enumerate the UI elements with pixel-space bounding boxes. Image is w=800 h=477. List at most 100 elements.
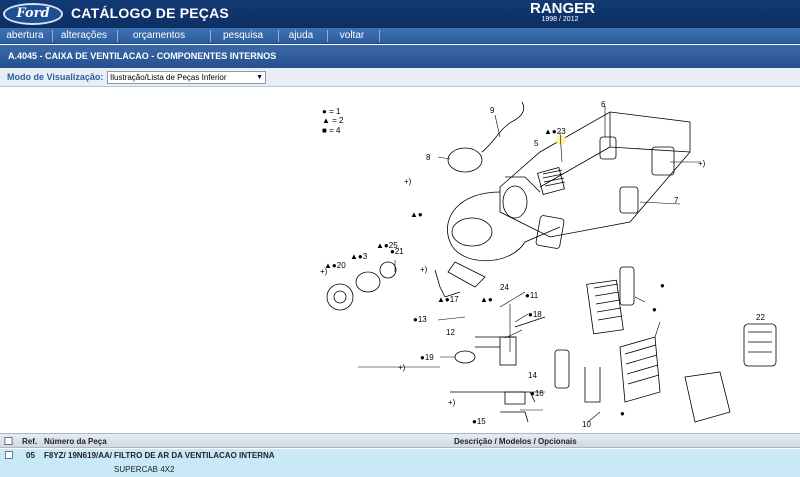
callout-plus-5: +) xyxy=(398,363,406,372)
callout-tri-dot-2: ▲● xyxy=(480,295,493,304)
callout-7: 7 xyxy=(674,196,679,205)
callout-6: 6 xyxy=(601,100,606,109)
seal-14 xyxy=(554,349,570,389)
highlight-marker xyxy=(556,135,566,145)
menu-alteracoes[interactable]: alterações xyxy=(60,30,108,41)
parts-table-header: Ref. Número da Peça Descrição / Modelos … xyxy=(0,433,800,448)
air-filter-pleats xyxy=(542,169,566,187)
column-description: Descrição / Modelos / Opcionais xyxy=(454,437,577,446)
chevron-down-icon: ▼ xyxy=(256,74,263,81)
vehicle-years: 1998 / 2012 xyxy=(541,16,579,23)
callout-8: 8 xyxy=(426,153,431,162)
legend-entry-2: ▲ = 2 xyxy=(322,116,344,125)
callout-16: ●16 xyxy=(530,389,544,398)
blower-wheel xyxy=(451,217,493,247)
table-row-note: SUPERCAB 4X2 xyxy=(0,462,800,477)
app-title: CATÁLOGO DE PEÇAS xyxy=(71,5,229,21)
seal-right xyxy=(619,266,635,306)
housing-inner-edge xyxy=(539,112,691,188)
seal-7 xyxy=(619,186,639,214)
callout-11: ●11 xyxy=(525,291,539,300)
callout-13: ●13 xyxy=(413,315,427,324)
view-mode-select[interactable]: Ilustração/Lista de Peças Inferior ▼ xyxy=(107,71,266,84)
part-20 xyxy=(326,283,354,311)
row-note: SUPERCAB 4X2 xyxy=(114,465,175,474)
callout-12: 12 xyxy=(446,328,455,337)
bracket-15 xyxy=(500,411,529,423)
menu-voltar[interactable]: voltar xyxy=(339,30,365,41)
legend: ● = 1 ▲ = 2 ■ = 4 xyxy=(322,107,344,135)
heater-core xyxy=(586,279,624,335)
column-part-number: Número da Peça xyxy=(44,437,107,446)
callout-3: ▲●3 xyxy=(350,252,368,261)
row-ref: 05 xyxy=(26,451,35,460)
callout-18: ●18 xyxy=(528,310,542,319)
part-22 xyxy=(743,323,777,367)
heater-core-fins xyxy=(593,283,623,321)
callout-24: 24 xyxy=(500,283,509,292)
part-20-inner xyxy=(333,290,347,304)
select-all-checkbox-icon[interactable] xyxy=(4,437,13,445)
menu-separator xyxy=(117,30,118,42)
callout-15: ●15 xyxy=(472,417,486,426)
receiver-drier xyxy=(454,350,476,364)
callout-20: ▲●20 xyxy=(324,261,346,270)
ac-tube-lines xyxy=(450,316,546,403)
menu-separator xyxy=(327,30,328,42)
evaporator-grid xyxy=(624,344,660,385)
callout-23: ▲●23 xyxy=(544,127,566,136)
housing-duct xyxy=(505,176,541,193)
bracket-24 xyxy=(447,261,486,288)
callout-labels: 9 6 ▲●23 5 8 +) +) 7 ▲● ▲●25 ▲●3 ▲●20 ●2… xyxy=(320,100,765,429)
vehicle-model: RANGER xyxy=(530,0,596,17)
menu-separator xyxy=(278,30,279,42)
menu-pesquisa[interactable]: pesquisa xyxy=(222,30,264,41)
seal-upper-right xyxy=(651,146,675,176)
menu-ajuda[interactable]: ajuda xyxy=(288,30,314,41)
callout-10: 10 xyxy=(582,420,591,429)
clamp-16 xyxy=(504,391,526,405)
row-description: FILTRO DE AR DA VENTILACAO INTERNA xyxy=(114,451,275,460)
blower-housing xyxy=(447,191,561,261)
callout-dot-3: ● xyxy=(620,409,625,418)
callout-plus-1: +) xyxy=(698,159,706,168)
main-menu: abertura alterações orçamentos pesquisa … xyxy=(0,28,800,44)
callout-17: ▲●17 xyxy=(437,295,459,304)
row-part-number: F8YZ/ 19N619/AA/ xyxy=(44,451,113,460)
expansion-valve xyxy=(499,336,517,366)
table-row[interactable]: 05 F8YZ/ 19N619/AA/ FILTRO DE AR DA VENT… xyxy=(0,449,800,462)
ventilation-housing xyxy=(499,111,691,238)
callout-25: ▲●25 xyxy=(376,241,398,250)
callout-14: 14 xyxy=(528,371,537,380)
case-half xyxy=(684,371,731,423)
menu-orcamentos[interactable]: orçamentos xyxy=(132,30,186,41)
callout-5: 5 xyxy=(534,139,539,148)
blower-opening xyxy=(502,185,528,219)
callout-tri-dot: ▲● xyxy=(410,210,423,219)
callout-22: 22 xyxy=(756,313,765,322)
row-checkbox[interactable] xyxy=(5,451,13,459)
part-3 xyxy=(355,271,381,293)
callout-plus-2: +) xyxy=(404,177,412,186)
callout-19: ●19 xyxy=(420,353,434,362)
part-22-detail xyxy=(748,331,772,353)
motor-tube xyxy=(481,101,525,153)
seal-6 xyxy=(599,136,617,160)
duct-gasket xyxy=(535,215,565,249)
view-mode-selected: Ilustração/Lista de Peças Inferior xyxy=(110,73,227,82)
app-header: Ford CATÁLOGO DE PEÇAS RANGER 1998 / 201… xyxy=(0,0,800,28)
ford-logo: Ford xyxy=(3,3,63,25)
harness-17 xyxy=(434,269,461,298)
legend-entry-1: ● = 1 xyxy=(322,107,341,116)
callout-dot-1: ● xyxy=(660,281,665,290)
leader-lines xyxy=(358,106,700,423)
evaporator xyxy=(619,336,661,403)
menu-abertura[interactable]: abertura xyxy=(6,30,44,41)
view-mode-bar: Modo de Visualização: Ilustração/Lista d… xyxy=(0,68,800,87)
callout-plus-4: +) xyxy=(420,265,428,274)
view-mode-label: Modo de Visualização: xyxy=(7,72,104,82)
parts-illustration[interactable]: ● = 1 ▲ = 2 ■ = 4 xyxy=(300,92,800,430)
menu-separator xyxy=(52,30,53,42)
legend-entry-3: ■ = 4 xyxy=(322,126,341,135)
callout-dot-2: ● xyxy=(652,305,657,314)
